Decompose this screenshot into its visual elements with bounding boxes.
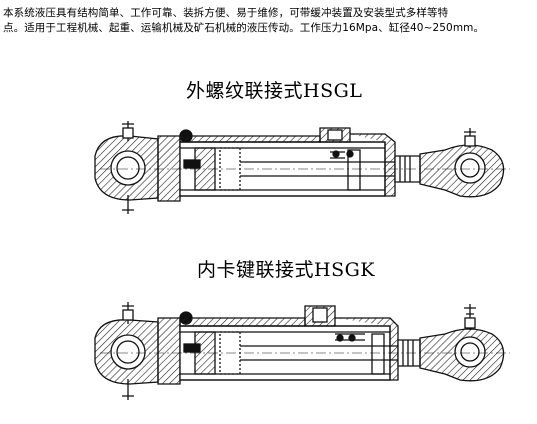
cylinder-drawing-hsgk	[94, 302, 510, 400]
right-rod-eye	[419, 128, 505, 198]
figure-title-hsgl: 外螺纹联接式HSGL	[186, 80, 363, 102]
intro-paragraph: 本系统液压具有结构简单、工作可靠、装拆方便、易于维修，可带缓冲装置及安装型式多样…	[3, 6, 533, 36]
left-eye-clevis	[94, 302, 159, 400]
right-rod-eye	[419, 304, 505, 382]
intro-line-2: 点。适用于工程机械、起重、运输机械及矿石机械的液压传动。工作压力16Mpa、缸径…	[3, 22, 485, 34]
intro-line-1: 本系统液压具有结构简单、工作可靠、装拆方便、易于维修，可带缓冲装置及安装型式多样…	[3, 7, 449, 19]
cylinder-drawing-hsgl	[94, 121, 510, 214]
figure-title-hsgk: 内卡键联接式HSGK	[197, 259, 375, 281]
left-eye-clevis	[94, 121, 159, 214]
